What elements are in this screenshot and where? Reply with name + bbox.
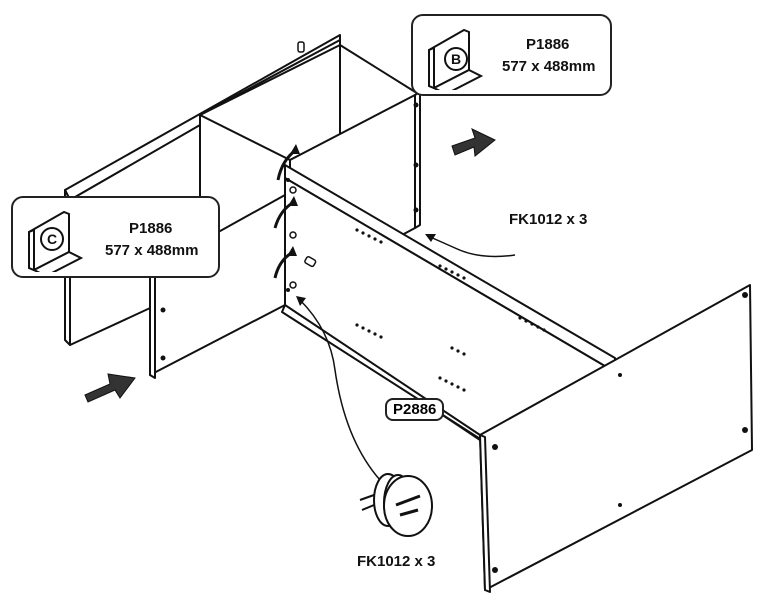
fastener-bottom-label: FK1012 x 3 [357,553,436,570]
leader-top-fastener [427,235,516,258]
dowel-row-dots [355,228,546,392]
callout-panel-b: B P1886 577 x 488mm [411,14,612,96]
callout-b-dimensions: 577 x 488mm [502,58,596,75]
svg-text:C: C [47,231,57,247]
fastener-top-label: FK1012 x 3 [509,211,588,228]
cam-bolt-illustration [359,473,433,537]
push-arrow-right [451,128,496,157]
callout-panel-c: C P1886 577 x 488mm [11,196,220,278]
leader-bottom-fastener [299,299,381,481]
svg-text:B: B [451,51,461,67]
letter-c-badge: C [40,227,64,251]
panel-tag-p2886: P2886 [385,398,445,421]
push-arrow-left [84,373,136,403]
right-end-panel-edge [479,434,491,593]
callout-c-part-code: P1886 [129,220,173,237]
callout-b-part-code: P1886 [526,36,570,53]
drill-holes [160,102,748,573]
rotation-arrowheads [287,144,300,256]
letter-b-badge: B [444,47,468,71]
callout-c-dimensions: 577 x 488mm [105,242,199,259]
panel-c-edge [149,267,156,379]
peg-icon [297,41,305,53]
cam-fittings [289,186,317,289]
